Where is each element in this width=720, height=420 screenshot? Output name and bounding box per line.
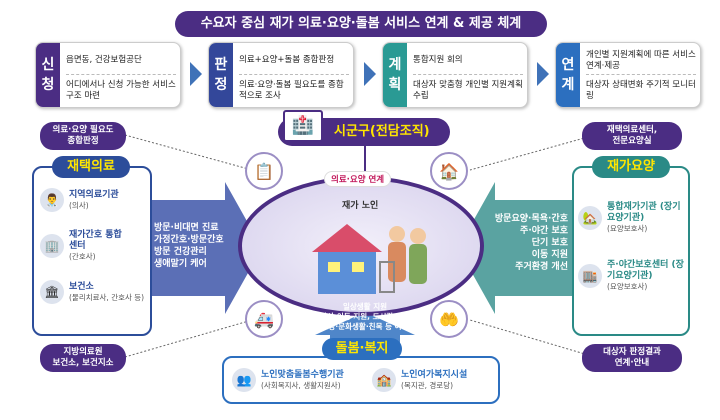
- caregivers-icon: 👥: [232, 368, 256, 392]
- daycare-icon: 🏬: [578, 264, 602, 288]
- service-item: 주·야간 보호: [520, 226, 568, 236]
- house-elderly-illustration: [312, 224, 427, 294]
- provider-staff: (사회복지사, 생활지원사): [261, 380, 341, 390]
- provider-name: 통합재가기관 (장기요양기관): [607, 202, 681, 223]
- step-line1: 의료+요양+돌봄 종합판정: [239, 47, 349, 75]
- home-medical-panel: 👨‍⚕️ 지역의료기관(의사) 🏢재가간호 통합센터(간호사) 🏛 보건소(물리치료…: [32, 166, 152, 336]
- provider-name: 노인맞춤돌봄수행기관: [261, 369, 344, 380]
- step-line1: 통합지원 회의: [413, 47, 523, 75]
- medical-care-link-label: 의료·요양 연계: [324, 171, 392, 187]
- assessment-document-icon: 📋: [245, 152, 283, 190]
- provider-staff: (요양보호사): [607, 282, 648, 291]
- arrow-icon: [190, 62, 202, 86]
- provider-name: 지역의료기관: [69, 189, 119, 200]
- step-line1: 개인별 지원계획에 따른 서비스 연계·제공: [586, 47, 696, 75]
- bubble-line: 의료·요양 필요도: [52, 125, 114, 135]
- service-item: 방문·비대면 진료: [154, 223, 219, 233]
- provider-staff: (물리치료사, 간호사 등): [69, 292, 145, 302]
- step-label-char: 청: [41, 77, 55, 93]
- hospital-building-icon: 🏥: [283, 110, 323, 142]
- step-line2: 어디에서나 신청 가능한 서비스 구조 마련: [66, 80, 176, 101]
- welfare-building-icon: 🏫: [372, 368, 396, 392]
- bubble-line: 종합판정: [67, 136, 99, 146]
- provider-staff: (복지관, 경로당): [401, 380, 454, 390]
- provider-name: 재가간호 통합센터: [69, 230, 122, 251]
- health-center-icon: 🏛: [40, 280, 64, 304]
- service-item: 일상생활 지원: [342, 302, 387, 311]
- step-line2: 대상자 상태변화 주기적 모니터링: [586, 80, 696, 101]
- service-item: 이동 지원: [531, 250, 568, 260]
- step-label-char: 연: [561, 57, 575, 73]
- bubble-line: 전문요양실: [612, 136, 652, 146]
- care-arrow: [458, 182, 575, 314]
- service-item: 방문 건강관리: [154, 247, 207, 257]
- caring-hand-icon: 🤲: [430, 300, 468, 338]
- clinic-ambulance-icon: 🚑: [245, 300, 283, 338]
- diagram-title: 수요자 중심 재가 의료·요양·돌봄 서비스 연계 & 제공 체계: [175, 11, 547, 37]
- service-item: 교양·문화생활·친목 등 여가: [321, 322, 409, 331]
- bubble-line: 보건소, 보건지소: [52, 358, 114, 368]
- service-item: 주거환경 개선: [515, 262, 568, 272]
- care-welfare-panel: 👥 노인맞춤돌봄수행기관(사회복지사, 생활지원사) 🏫 노인여가복지시설(복지관,…: [222, 356, 500, 404]
- arrow-icon: [537, 62, 549, 86]
- bubble-line: 연계·안내: [614, 358, 650, 368]
- service-item: 단기 보호: [531, 238, 568, 248]
- arrow-icon: [364, 62, 376, 86]
- step-label-char: 판: [214, 57, 228, 73]
- step-line2: 의료·요양·돌봄 필요도를 종합적으로 조사: [239, 80, 344, 101]
- bubble-home-medical-center: 재택의료센터,전문요양실: [582, 122, 682, 150]
- welfare-services-list: 일상생활 지원(가사·이동 지원, 도시락 배달)교양·문화생활·친목 등 여가: [300, 302, 430, 332]
- step-label-char: 계: [388, 57, 402, 73]
- service-item: 가정간호·방문간호: [154, 235, 224, 245]
- doctor-icon: 👨‍⚕️: [40, 188, 64, 212]
- step-label-char: 계: [561, 77, 575, 93]
- bubble-line: 재택의료센터,: [606, 125, 658, 135]
- service-item: (가사·이동 지원, 도시락 배달): [316, 312, 414, 321]
- step-line2: 대상자 맞춤형 개인별 지원계획 수립: [413, 80, 523, 101]
- step-label-char: 신: [41, 57, 55, 73]
- elderly-home-area: 의료·요양 연계 재가 노인: [238, 171, 484, 316]
- provider-staff: (간호사): [69, 252, 96, 261]
- nursing-center-icon: 🏢: [40, 234, 64, 258]
- home-care-title: 재가요양: [592, 156, 670, 178]
- step-label-char: 정: [214, 77, 228, 93]
- provider-name: 주·야간보호센터 (장기요양기관): [607, 260, 684, 281]
- provider-staff: (요양보호사): [607, 224, 648, 233]
- service-item: 생애말기 케어: [154, 259, 207, 269]
- provider-staff: (의사): [69, 200, 89, 210]
- home-care-icon: 🏠: [430, 152, 468, 190]
- provider-name: 보건소: [69, 281, 94, 292]
- step-label-char: 획: [388, 77, 402, 93]
- step-line1: 읍면동, 건강보험공단: [66, 47, 176, 75]
- provider-name: 노인여가복지시설: [401, 369, 468, 380]
- bubble-line: 대상자 판정결과: [603, 347, 661, 357]
- service-item: 방문요양·목욕·간호: [494, 214, 568, 224]
- home-medical-title: 재택의료: [52, 156, 130, 178]
- home-care-panel: 🏡통합재가기관 (장기요양기관)(요양보호사) 🏬주·야간보호센터 (장기요양기…: [572, 166, 690, 336]
- bubble-line: 지방의료원: [63, 347, 103, 357]
- house-icon: 🏡: [578, 206, 602, 230]
- care-welfare-title: 돌봄·복지: [322, 338, 402, 360]
- subject-label: 재가 노인: [342, 201, 379, 211]
- medical-arrow: [150, 182, 262, 314]
